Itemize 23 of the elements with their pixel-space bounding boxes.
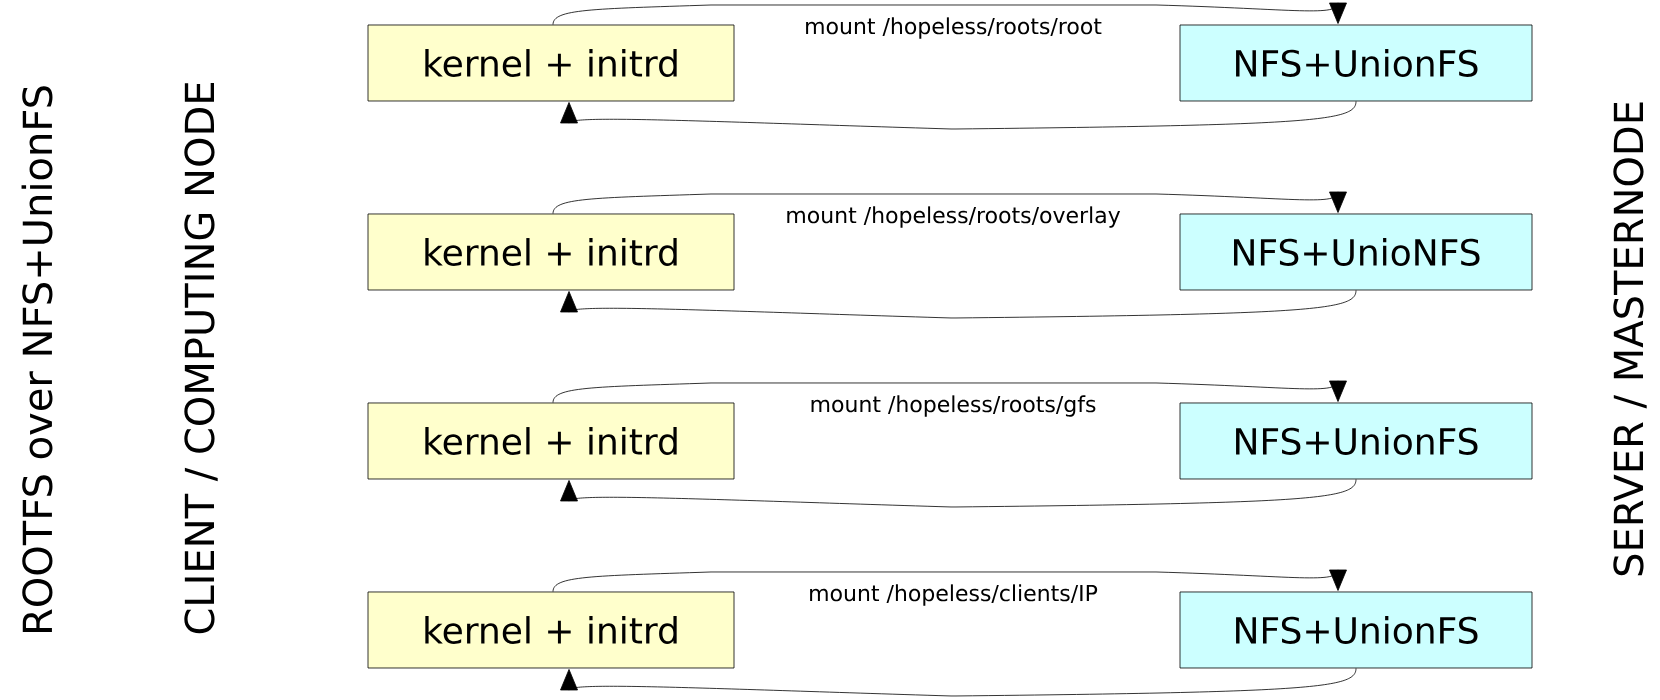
arrow <box>552 569 1347 592</box>
arrow <box>552 380 1347 403</box>
process-box: kernel + initrd <box>367 402 735 480</box>
side-label: ROOTFS over NFS+UnionFS <box>21 86 53 632</box>
process-box: kernel + initrd <box>367 24 735 102</box>
process-box: NFS+UnionFS <box>1179 402 1533 480</box>
edge-label: mount /hopeless/roots/root <box>803 16 1103 40</box>
process-box: kernel + initrd <box>367 591 735 669</box>
edge-label: mount /hopeless/roots/gfs <box>808 394 1098 418</box>
process-box: NFS+UnioNFS <box>1179 213 1533 291</box>
process-box: NFS+UnionFS <box>1179 24 1533 102</box>
process-box: NFS+UnionFS <box>1179 591 1533 669</box>
arrow <box>560 101 1357 130</box>
side-label: SERVER / MASTERNODE <box>1613 102 1647 576</box>
arrow <box>560 290 1357 319</box>
arrow <box>552 2 1347 25</box>
arrow <box>560 479 1357 508</box>
process-box: kernel + initrd <box>367 213 735 291</box>
edge-label: mount /hopeless/roots/overlay <box>784 205 1122 229</box>
edge-label: mount /hopeless/clients/IP <box>807 583 1099 607</box>
arrow <box>552 191 1347 214</box>
arrow <box>560 668 1357 697</box>
side-label: CLIENT / COMPUTING NODE <box>184 82 218 634</box>
